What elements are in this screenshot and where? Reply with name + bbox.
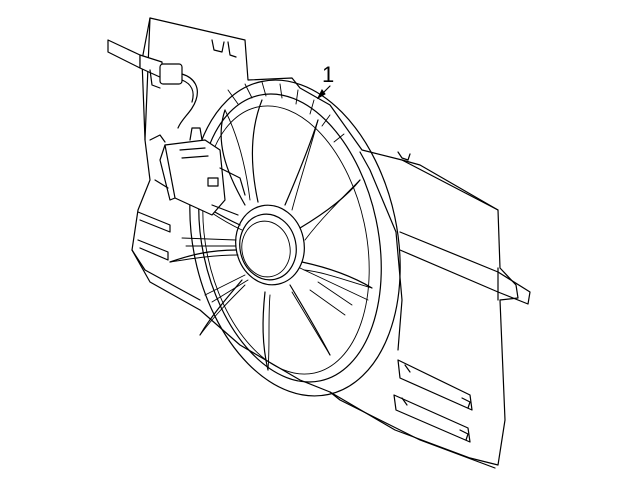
fan-hub bbox=[235, 204, 305, 286]
callout-arrowhead bbox=[316, 89, 326, 100]
fan-shroud-frame bbox=[107, 17, 531, 469]
callout-number: 1 bbox=[322, 62, 334, 87]
callout-1: 1 bbox=[316, 62, 334, 100]
wiring-harness-connector bbox=[107, 39, 198, 129]
fan-motor-resistor bbox=[159, 127, 246, 216]
